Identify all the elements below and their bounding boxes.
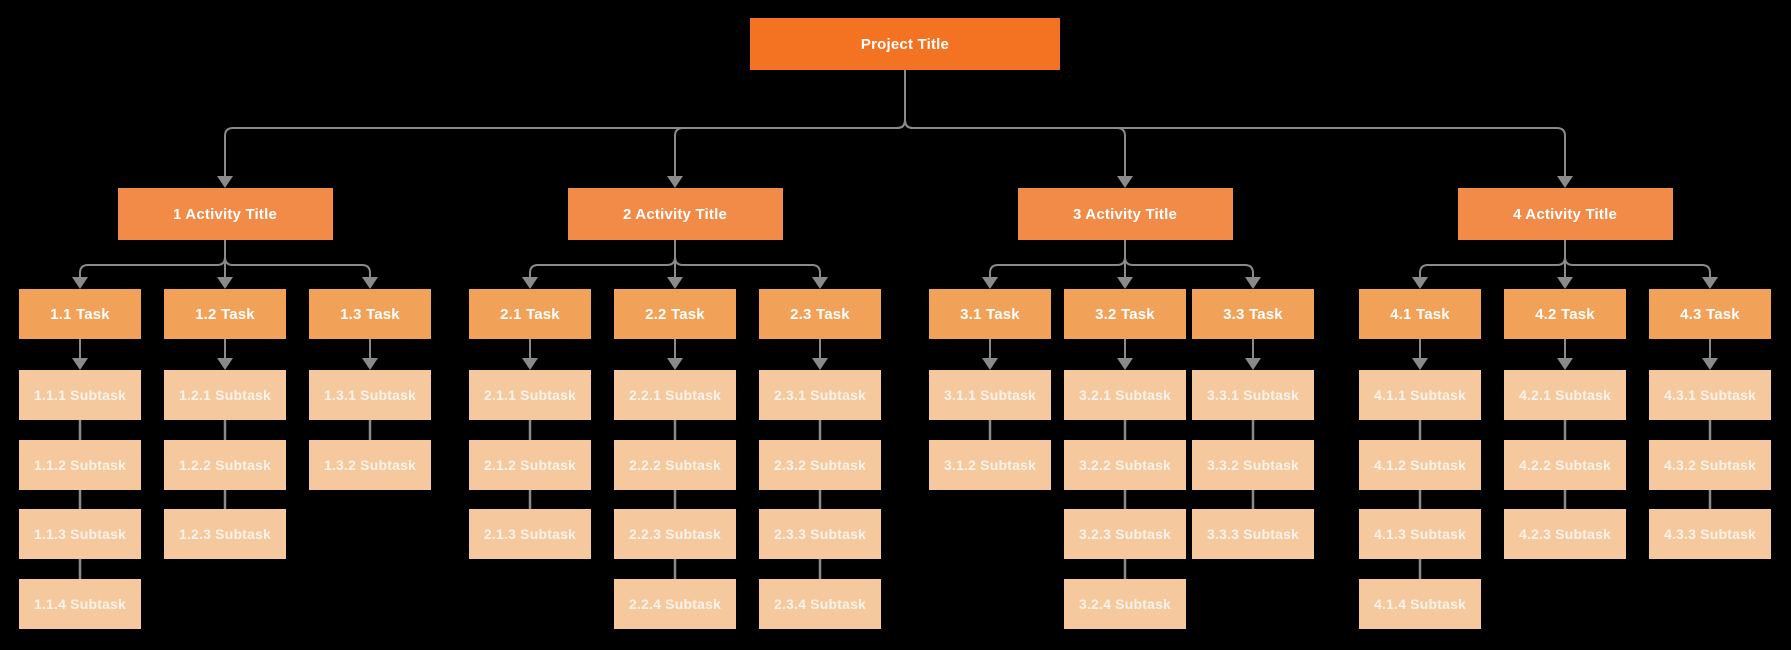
- arrowhead-icon: [667, 277, 683, 289]
- arrowhead-icon: [217, 358, 233, 370]
- node-project-title[interactable]: Project Title: [750, 18, 1060, 70]
- node-subtask-3-2-2[interactable]: 3.2.2 Subtask: [1064, 440, 1186, 490]
- node-subtask-2-3-4[interactable]: 2.3.4 Subtask: [759, 579, 881, 629]
- node-task-1-1[interactable]: 1.1 Task: [19, 289, 141, 339]
- arrowhead-icon: [667, 176, 683, 188]
- node-subtask-2-2-3[interactable]: 2.2.3 Subtask: [614, 509, 736, 559]
- arrowhead-icon: [362, 358, 378, 370]
- node-subtask-2-1-3[interactable]: 2.1.3 Subtask: [469, 509, 591, 559]
- arrowhead-icon: [1117, 277, 1133, 289]
- arrowhead-icon: [812, 277, 828, 289]
- arrowhead-icon: [522, 358, 538, 370]
- node-subtask-3-2-3[interactable]: 3.2.3 Subtask: [1064, 509, 1186, 559]
- connector-line: [1124, 240, 1254, 277]
- node-subtask-3-3-3[interactable]: 3.3.3 Subtask: [1192, 509, 1314, 559]
- node-subtask-2-3-1[interactable]: 2.3.1 Subtask: [759, 370, 881, 420]
- connector-line: [904, 70, 1566, 176]
- node-subtask-4-1-2[interactable]: 4.1.2 Subtask: [1359, 440, 1481, 490]
- node-subtask-2-1-1[interactable]: 2.1.1 Subtask: [469, 370, 591, 420]
- node-activity-1[interactable]: 1 Activity Title: [117, 188, 333, 240]
- node-activity-3[interactable]: 3 Activity Title: [1017, 188, 1233, 240]
- connector-line: [1419, 240, 1566, 277]
- arrowhead-icon: [1557, 358, 1573, 370]
- node-task-4-1[interactable]: 4.1 Task: [1359, 289, 1481, 339]
- node-subtask-4-1-3[interactable]: 4.1.3 Subtask: [1359, 509, 1481, 559]
- arrowhead-icon: [1702, 358, 1718, 370]
- arrowhead-icon: [1117, 176, 1133, 188]
- node-subtask-2-3-2[interactable]: 2.3.2 Subtask: [759, 440, 881, 490]
- node-subtask-4-3-2[interactable]: 4.3.2 Subtask: [1649, 440, 1771, 490]
- node-task-3-3[interactable]: 3.3 Task: [1192, 289, 1314, 339]
- node-subtask-1-2-2[interactable]: 1.2.2 Subtask: [164, 440, 286, 490]
- connector-line: [224, 70, 906, 176]
- arrowhead-icon: [1412, 277, 1428, 289]
- node-subtask-4-3-3[interactable]: 4.3.3 Subtask: [1649, 509, 1771, 559]
- arrowhead-icon: [72, 358, 88, 370]
- arrowhead-icon: [522, 277, 538, 289]
- node-activity-2[interactable]: 2 Activity Title: [567, 188, 783, 240]
- arrowhead-icon: [72, 277, 88, 289]
- node-subtask-2-2-2[interactable]: 2.2.2 Subtask: [614, 440, 736, 490]
- arrowhead-icon: [217, 176, 233, 188]
- node-subtask-3-3-2[interactable]: 3.3.2 Subtask: [1192, 440, 1314, 490]
- node-subtask-1-1-4[interactable]: 1.1.4 Subtask: [19, 579, 141, 629]
- node-subtask-4-1-1[interactable]: 4.1.1 Subtask: [1359, 370, 1481, 420]
- arrowhead-icon: [1557, 277, 1573, 289]
- arrowhead-icon: [217, 277, 233, 289]
- node-task-2-1[interactable]: 2.1 Task: [469, 289, 591, 339]
- node-subtask-3-1-2[interactable]: 3.1.2 Subtask: [929, 440, 1051, 490]
- node-task-2-2[interactable]: 2.2 Task: [614, 289, 736, 339]
- arrowhead-icon: [1702, 277, 1718, 289]
- connector-line: [674, 240, 821, 277]
- arrowhead-icon: [1245, 277, 1261, 289]
- node-subtask-1-3-1[interactable]: 1.3.1 Subtask: [309, 370, 431, 420]
- arrowhead-icon: [1117, 358, 1133, 370]
- connector-line: [904, 70, 1126, 176]
- node-task-2-3[interactable]: 2.3 Task: [759, 289, 881, 339]
- node-subtask-3-2-4[interactable]: 3.2.4 Subtask: [1064, 579, 1186, 629]
- node-subtask-1-1-2[interactable]: 1.1.2 Subtask: [19, 440, 141, 490]
- node-subtask-2-2-1[interactable]: 2.2.1 Subtask: [614, 370, 736, 420]
- node-subtask-1-1-3[interactable]: 1.1.3 Subtask: [19, 509, 141, 559]
- arrowhead-icon: [1557, 176, 1573, 188]
- node-activity-4[interactable]: 4 Activity Title: [1457, 188, 1673, 240]
- node-task-3-2[interactable]: 3.2 Task: [1064, 289, 1186, 339]
- arrowhead-icon: [1245, 358, 1261, 370]
- node-subtask-4-3-1[interactable]: 4.3.1 Subtask: [1649, 370, 1771, 420]
- arrowhead-icon: [982, 277, 998, 289]
- node-task-4-3[interactable]: 4.3 Task: [1649, 289, 1771, 339]
- connector-line: [989, 240, 1126, 277]
- node-task-1-2[interactable]: 1.2 Task: [164, 289, 286, 339]
- node-subtask-1-3-2[interactable]: 1.3.2 Subtask: [309, 440, 431, 490]
- connector-line: [529, 240, 676, 277]
- node-subtask-2-2-4[interactable]: 2.2.4 Subtask: [614, 579, 736, 629]
- node-subtask-1-2-1[interactable]: 1.2.1 Subtask: [164, 370, 286, 420]
- node-subtask-4-2-3[interactable]: 4.2.3 Subtask: [1504, 509, 1626, 559]
- arrowhead-icon: [667, 358, 683, 370]
- connector-line: [674, 70, 906, 176]
- arrowhead-icon: [362, 277, 378, 289]
- node-subtask-3-1-1[interactable]: 3.1.1 Subtask: [929, 370, 1051, 420]
- arrowhead-icon: [982, 358, 998, 370]
- connector-line: [224, 240, 371, 277]
- node-subtask-1-1-1[interactable]: 1.1.1 Subtask: [19, 370, 141, 420]
- node-task-3-1[interactable]: 3.1 Task: [929, 289, 1051, 339]
- arrowhead-icon: [1412, 358, 1428, 370]
- node-subtask-2-3-3[interactable]: 2.3.3 Subtask: [759, 509, 881, 559]
- node-subtask-1-2-3[interactable]: 1.2.3 Subtask: [164, 509, 286, 559]
- node-task-1-3[interactable]: 1.3 Task: [309, 289, 431, 339]
- node-subtask-4-1-4[interactable]: 4.1.4 Subtask: [1359, 579, 1481, 629]
- node-subtask-4-2-2[interactable]: 4.2.2 Subtask: [1504, 440, 1626, 490]
- node-subtask-3-2-1[interactable]: 3.2.1 Subtask: [1064, 370, 1186, 420]
- node-subtask-2-1-2[interactable]: 2.1.2 Subtask: [469, 440, 591, 490]
- connector-line: [79, 240, 226, 277]
- connector-line: [1564, 240, 1711, 277]
- arrowhead-icon: [812, 358, 828, 370]
- node-task-4-2[interactable]: 4.2 Task: [1504, 289, 1626, 339]
- node-subtask-3-3-1[interactable]: 3.3.1 Subtask: [1192, 370, 1314, 420]
- node-subtask-4-2-1[interactable]: 4.2.1 Subtask: [1504, 370, 1626, 420]
